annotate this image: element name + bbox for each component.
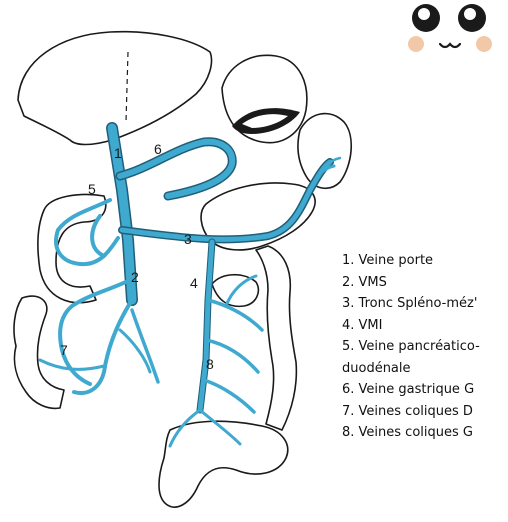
marker-7: 7 xyxy=(60,342,68,358)
marker-8: 8 xyxy=(206,356,214,372)
legend: 1. Veine porte 2. VMS 3. Tronc Spléno-mé… xyxy=(342,250,508,444)
diagram-markers: 1 2 3 4 5 6 7 8 xyxy=(60,141,214,372)
spleen-outline xyxy=(297,112,353,189)
stomach-cut-highlight xyxy=(242,114,288,128)
liver-division-line xyxy=(125,51,129,123)
marker-4: 4 xyxy=(190,275,198,291)
legend-item: 7. Veines coliques D xyxy=(342,403,473,419)
marker-1: 1 xyxy=(114,145,122,161)
duodenum-outline xyxy=(37,193,107,304)
sigmoid-colon xyxy=(158,420,289,508)
cute-face-icon xyxy=(408,4,492,52)
legend-item: duodénale xyxy=(342,360,411,376)
legend-item: 6. Veine gastrique G xyxy=(342,382,475,397)
marker-3: 3 xyxy=(184,231,192,247)
marker-5: 5 xyxy=(88,181,96,197)
liver-outline xyxy=(17,30,213,146)
legend-item: 5. Veine pancréatico- xyxy=(342,339,480,354)
descending-colon xyxy=(255,245,298,431)
ascending-colon xyxy=(13,295,65,410)
marker-2: 2 xyxy=(131,269,139,285)
legend-item: 2. VMS xyxy=(342,274,387,290)
portal-venous-network xyxy=(38,122,342,448)
legend-item: 4. VMI xyxy=(342,317,383,333)
legend-item: 1. Veine porte xyxy=(342,253,434,268)
marker-6: 6 xyxy=(154,141,162,157)
legend-item: 8. Veines coliques G xyxy=(342,425,473,440)
legend-item: 3. Tronc Spléno-méz' xyxy=(342,296,478,311)
